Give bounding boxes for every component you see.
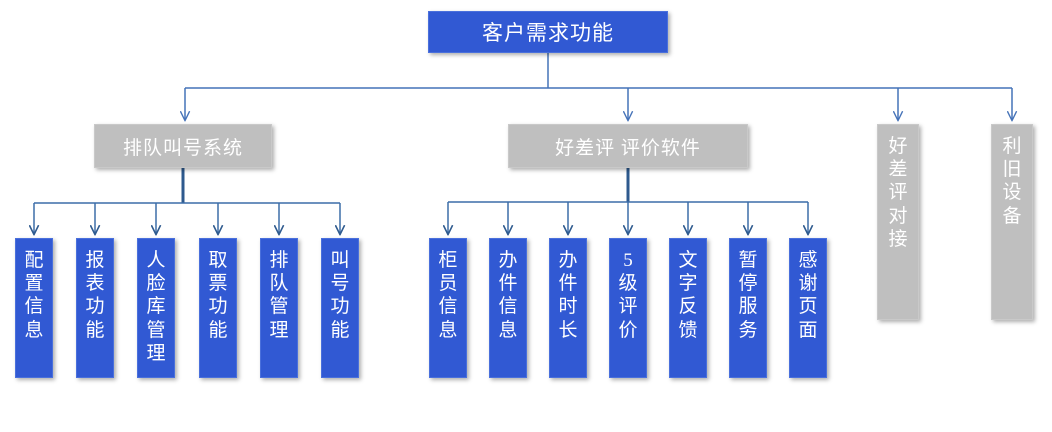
leaf-node-report-function[interactable]: 报表功能 (76, 238, 114, 378)
branch-node-queue-calling-system[interactable]: 排队叫号系统 (94, 124, 272, 168)
leaf-node-label: 感谢页面 (798, 250, 818, 341)
branch-node-label: 好差评 评价软件 (555, 137, 701, 159)
leaf-node-calling-function[interactable]: 叫号功能 (321, 238, 359, 378)
branch-node-label: 利旧设备 (1002, 136, 1022, 227)
leaf-node-case-info[interactable]: 办件信息 (489, 238, 527, 378)
branch-node-label: 排队叫号系统 (122, 137, 243, 159)
root-node-customer-requirements[interactable]: 客户需求功能 (428, 11, 668, 53)
leaf-node-teller-info[interactable]: 柜员信息 (429, 238, 467, 378)
branch-node-label: 好差评对接 (888, 136, 908, 250)
leaf-node-label: 人脸库管理 (146, 250, 166, 364)
leaf-node-configuration-info[interactable]: 配置信息 (15, 238, 53, 378)
leaf-node-thank-you-page[interactable]: 感谢页面 (789, 238, 827, 378)
branch-node-legacy-equipment-reuse[interactable]: 利旧设备 (991, 124, 1033, 320)
leaf-node-label: 报表功能 (85, 250, 105, 341)
leaf-node-label: 暂停服务 (738, 250, 758, 341)
leaf-node-label: 取票功能 (208, 250, 228, 341)
branch-node-review-evaluation-software[interactable]: 好差评 评价软件 (508, 124, 748, 168)
leaf-node-label: 柜员信息 (438, 250, 458, 341)
leaf-node-queue-management[interactable]: 排队管理 (260, 238, 298, 378)
branch-node-review-integration[interactable]: 好差评对接 (877, 124, 919, 320)
leaf-node-label: 配置信息 (24, 250, 44, 341)
leaf-node-face-library-management[interactable]: 人脸库管理 (137, 238, 175, 378)
leaf-node-label: 叫号功能 (330, 250, 350, 341)
leaf-node-case-duration[interactable]: 办件时长 (549, 238, 587, 378)
leaf-node-ticket-taking-function[interactable]: 取票功能 (199, 238, 237, 378)
leaf-node-label: 办件时长 (558, 250, 578, 341)
leaf-node-label: 5级评价 (618, 250, 638, 341)
root-node-label: 客户需求功能 (482, 21, 614, 45)
leaf-node-pause-service[interactable]: 暂停服务 (729, 238, 767, 378)
leaf-node-label: 文字反馈 (678, 250, 698, 341)
leaf-node-label: 办件信息 (498, 250, 518, 341)
leaf-node-text-feedback[interactable]: 文字反馈 (669, 238, 707, 378)
leaf-node-label: 排队管理 (269, 250, 289, 341)
leaf-node-five-level-rating[interactable]: 5级评价 (609, 238, 647, 378)
